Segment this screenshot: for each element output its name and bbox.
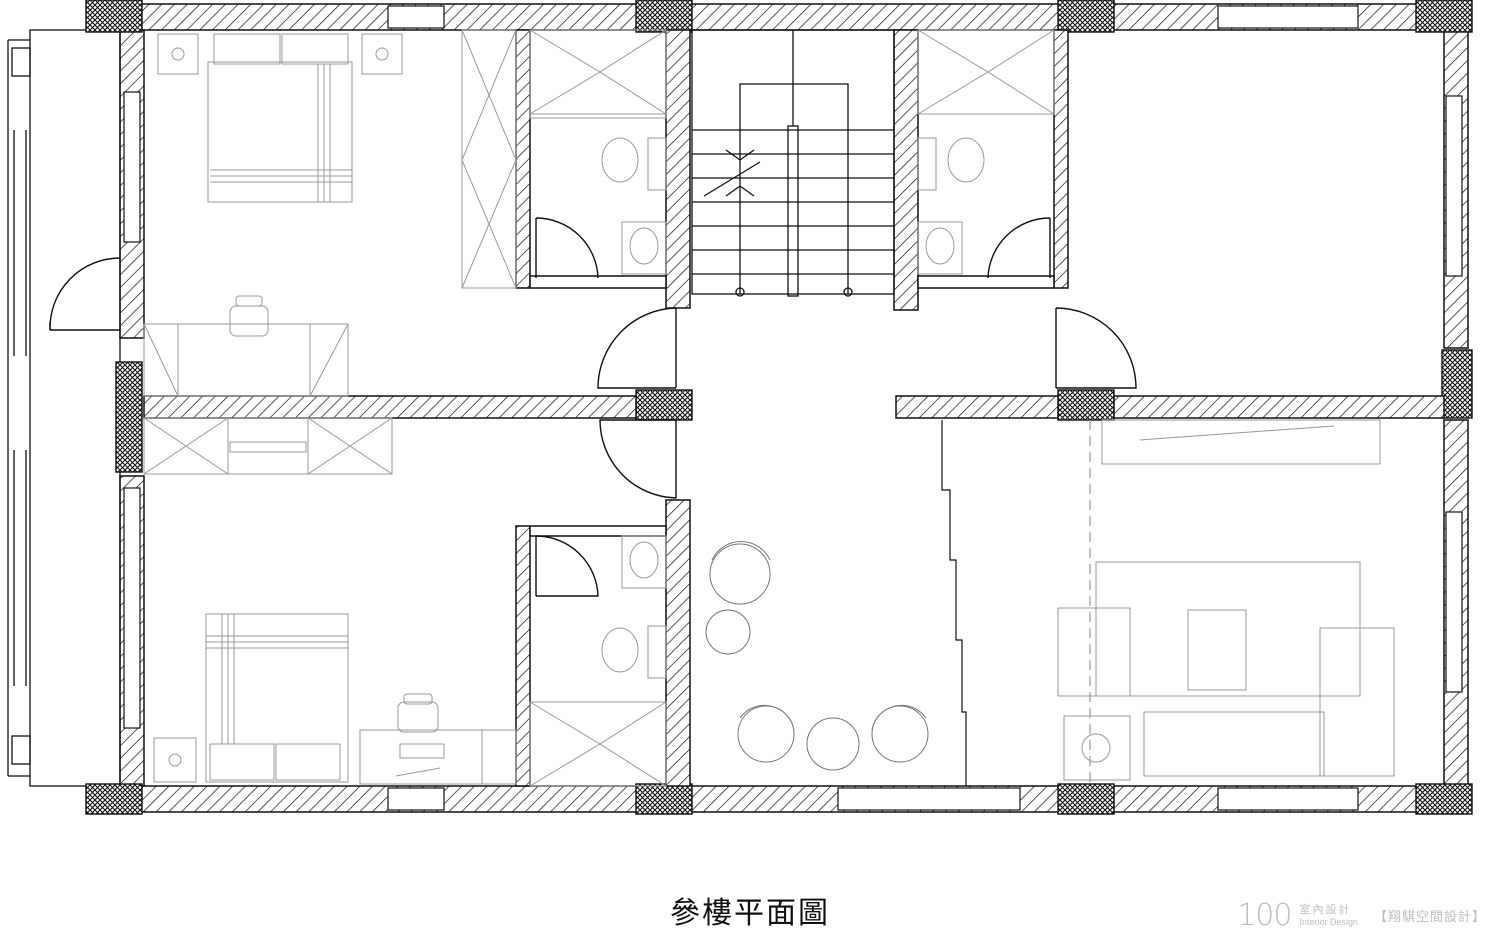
watermark-text: 室內設計 Interior Design bbox=[1299, 902, 1358, 928]
living-room-furniture bbox=[1057, 419, 1395, 781]
balcony bbox=[7, 29, 121, 787]
desk-upper-left bbox=[143, 295, 349, 397]
watermark: 100 室內設計 Interior Design 【翔騏空間設計】 bbox=[1237, 898, 1486, 933]
bathroom-fixtures bbox=[529, 29, 1055, 787]
interior-walls bbox=[143, 29, 1445, 787]
bed-lower-left bbox=[153, 613, 349, 783]
columns bbox=[85, 0, 1473, 815]
bed-upper-left bbox=[157, 33, 403, 203]
partition bbox=[941, 420, 1091, 786]
watermark-cn: 室內設計 bbox=[1299, 902, 1352, 916]
staircase bbox=[691, 29, 895, 297]
watermark-company: 【翔騏空間設計】 bbox=[1373, 910, 1486, 925]
watermark-number: 100 bbox=[1237, 898, 1292, 933]
plan-title: 參樓平面圖 bbox=[670, 896, 830, 931]
cabinet-lower-left bbox=[143, 417, 393, 475]
hall-lounge-furniture bbox=[705, 541, 929, 771]
doors bbox=[49, 217, 1137, 597]
desk-lower-left bbox=[359, 693, 517, 785]
watermark-en: Interior Design bbox=[1299, 916, 1358, 927]
windows bbox=[123, 5, 1463, 811]
wardrobe-upper-left bbox=[461, 29, 517, 289]
